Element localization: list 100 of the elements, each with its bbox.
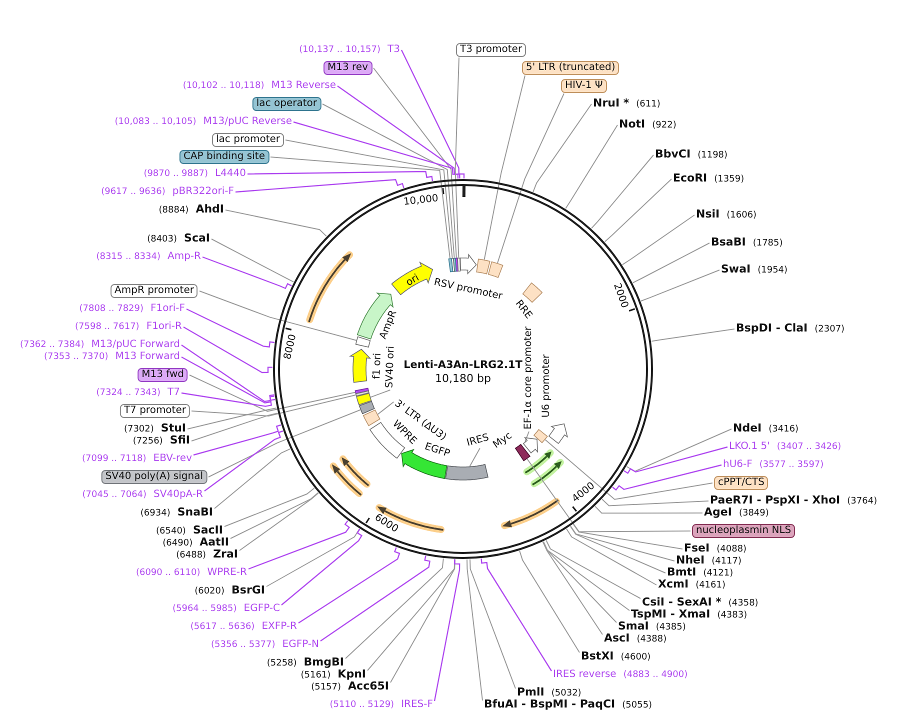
enzyme-name: NruI * [593, 98, 630, 110]
directional-feature [460, 253, 477, 275]
site-position: (1785) [752, 238, 783, 250]
enzyme-name: SacII [192, 524, 223, 536]
enzyme-name: FseI [684, 542, 710, 554]
site-position: (611) [636, 98, 660, 110]
feature-name: f1 ori [372, 352, 384, 380]
directional-feature [348, 348, 372, 383]
leader-line [298, 547, 400, 624]
site-position: (4385) [656, 622, 686, 634]
leader-line [532, 104, 592, 192]
leader-line [285, 140, 453, 258]
feature-block [355, 390, 370, 396]
feature-name: RSV promoter [432, 276, 504, 304]
leader-line [602, 498, 709, 506]
plasmid-name: Lenti-A3An-LRG2.1T [404, 359, 522, 371]
site-position: (1954) [758, 264, 788, 276]
enzyme-name: XcmI [658, 578, 689, 590]
site-position: (5032) [551, 688, 582, 699]
primer-position: (5110 .. 5129) [330, 699, 394, 711]
site-position: (8403) [147, 234, 178, 246]
leader-line [181, 392, 276, 407]
feature-name: EGFP [422, 441, 452, 461]
leader-line [591, 154, 654, 229]
leader-line [626, 428, 732, 472]
enzyme-name: ZraI [213, 548, 238, 560]
feature-block [445, 464, 488, 480]
leader-line [270, 156, 450, 259]
feature-name: Myc [491, 430, 515, 452]
feature-label: nucleoplasmin NLS [692, 524, 796, 538]
leader-line [651, 328, 735, 342]
primer-position: (3407 .. 3426) [776, 441, 842, 453]
primer-name: LKO.1 5' [729, 441, 770, 453]
site-position: (1359) [714, 174, 744, 186]
site-position: (3849) [738, 508, 769, 520]
primer-name: M13/pUC Reverse [203, 116, 292, 128]
site-position: (4358) [728, 598, 758, 610]
enzyme-name: AhdI [196, 204, 224, 216]
leader-line [480, 558, 552, 672]
enzyme-name: PaeR7I - PspXI - XhoI [710, 494, 840, 506]
primer-position: (4883 .. 4900) [623, 669, 688, 681]
enzyme-name: BstXI [581, 650, 614, 662]
leader-line [542, 541, 617, 623]
site-position: (3764) [847, 496, 878, 508]
feature-name: AmpR [378, 308, 400, 342]
leader-line [224, 488, 315, 527]
site-position: (3416) [768, 424, 799, 436]
primer-position: (5356 .. 5377) [211, 639, 276, 651]
leader-line [208, 409, 361, 478]
primer-name: IRES reverse [553, 669, 616, 681]
site-position: (4161) [696, 580, 726, 592]
site-position: (5258) [266, 658, 297, 670]
site-position: (7256) [132, 436, 163, 448]
enzyme-name: TspMI - XmaI [631, 608, 710, 620]
feature-label: M13 fwd [138, 368, 188, 382]
site-position: (6540) [156, 526, 186, 538]
primer-name: EBV-rev [153, 453, 192, 465]
leader-line [526, 458, 691, 532]
primer-position: (7362 .. 7384) [20, 339, 84, 351]
leader-line [594, 506, 703, 514]
backbone-circle [273, 179, 653, 559]
enzyme-name: AatII [200, 536, 229, 548]
leader-line [202, 256, 292, 290]
primer-position: (7598 .. 7617) [75, 321, 140, 333]
primer-name: EGFP-N [282, 639, 319, 651]
leader-line [524, 431, 530, 442]
primer-name: M13 Reverse [271, 80, 336, 92]
feature-block [476, 258, 490, 274]
leader-line [542, 541, 603, 635]
site-position: (922) [652, 120, 676, 132]
site-position: (4117) [712, 556, 742, 568]
leader-line [400, 50, 465, 178]
site-position: (1198) [698, 150, 728, 162]
leader-line [337, 86, 460, 179]
primer-position: (9870 .. 9887) [144, 168, 208, 180]
primer-position: (3577 .. 3597) [759, 459, 824, 471]
enzyme-name: NotI [619, 118, 646, 130]
leader-line [211, 238, 294, 282]
leader-line [199, 290, 357, 341]
enzyme-name: NsiI [696, 208, 720, 220]
site-position: (1606) [726, 210, 757, 222]
site-position: (6020) [194, 586, 225, 598]
feature-name: EF-1α core promoter [523, 326, 535, 430]
site-position: (4600) [620, 652, 651, 664]
leader-line [622, 214, 695, 266]
leader-line [204, 430, 284, 492]
leader-line [320, 556, 430, 642]
site-position: (4121) [703, 568, 734, 580]
leader-line [214, 448, 291, 509]
leader-line [612, 464, 722, 491]
plasmid-size: 10,180 bp [435, 373, 491, 385]
feature-label: M13 rev [324, 61, 372, 75]
scale-number: 8000 [282, 334, 300, 362]
primer-position: (5617 .. 5636) [190, 621, 255, 633]
leader-line [191, 394, 356, 416]
feature-name: U6 promoter [541, 354, 553, 418]
enzyme-name: SnaBI [177, 506, 213, 518]
enzyme-name: BmtI [667, 566, 696, 578]
leader-line [546, 540, 641, 599]
site-position: (5055) [622, 700, 652, 712]
